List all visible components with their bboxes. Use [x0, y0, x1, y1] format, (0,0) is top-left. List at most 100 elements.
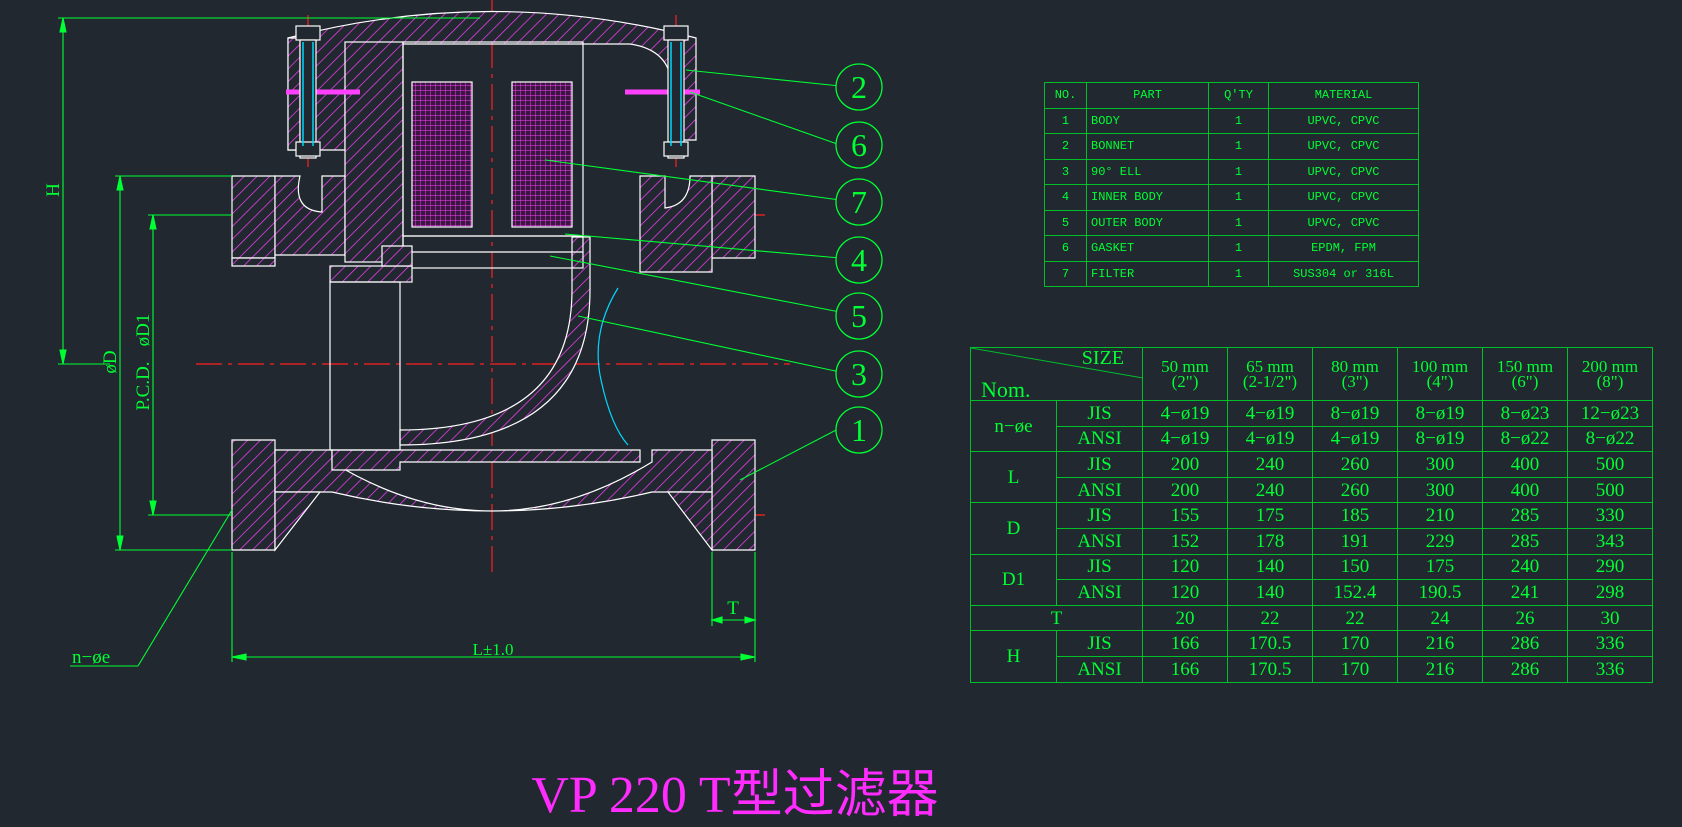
- bolt-threads: [302, 42, 682, 146]
- size-value: 286: [1482, 655, 1568, 683]
- standard-label: ANSI: [1056, 579, 1143, 606]
- size-value: 20: [1142, 604, 1228, 632]
- size-value: 4−ø19: [1142, 400, 1228, 427]
- cell: BONNET: [1086, 133, 1209, 160]
- size-value: 26: [1482, 604, 1568, 632]
- size-value: 500: [1567, 476, 1653, 504]
- size-value: 4−ø19: [1142, 425, 1228, 453]
- dim-l-label: L±1.0: [473, 640, 514, 659]
- dim-phid1-label: øD1: [133, 314, 154, 347]
- size-inch: (4"): [1426, 372, 1454, 391]
- size-value: 400: [1482, 476, 1568, 504]
- size-value: 400: [1482, 451, 1568, 478]
- balloon-2: 2: [851, 69, 867, 105]
- size-value: 500: [1567, 451, 1653, 478]
- cell: 1: [1208, 133, 1269, 160]
- dim-t-label: T: [727, 598, 739, 619]
- size-column-header: 100 mm(4"): [1397, 347, 1483, 401]
- size-value: 22: [1227, 604, 1313, 632]
- cell: UPVC, CPVC: [1268, 158, 1419, 185]
- size-value: 8−ø22: [1482, 425, 1568, 453]
- size-value: 240: [1482, 553, 1568, 581]
- size-value: 152: [1142, 527, 1228, 555]
- size-column-header: 65 mm(2-1/2"): [1227, 347, 1313, 401]
- valve-body: [231, 175, 756, 552]
- size-inch: (2-1/2"): [1242, 372, 1298, 391]
- size-value: 12−ø23: [1567, 400, 1653, 427]
- cell: GASKET: [1086, 235, 1209, 262]
- balloon-6: 6: [851, 127, 867, 163]
- cell: 6: [1044, 235, 1087, 262]
- size-value: 286: [1482, 630, 1568, 657]
- cell: 3: [1044, 158, 1087, 185]
- balloon-5: 5: [851, 298, 867, 334]
- cell: 1: [1044, 107, 1087, 134]
- cell: UPVC, CPVC: [1268, 184, 1419, 211]
- size-value: 178: [1227, 527, 1313, 555]
- cell: 1: [1208, 107, 1269, 134]
- size-mm: 150 mm: [1496, 357, 1554, 376]
- size-value: 175: [1397, 553, 1483, 581]
- size-inch: (2"): [1171, 372, 1199, 391]
- size-value: 4−ø19: [1227, 425, 1313, 453]
- group-label: D: [970, 502, 1057, 555]
- cell: UPVC, CPVC: [1268, 107, 1419, 134]
- size-value: 300: [1397, 476, 1483, 504]
- standard-label: ANSI: [1056, 476, 1143, 504]
- parts-header-material: MATERIAL: [1268, 82, 1419, 109]
- parts-header-part: PART: [1086, 82, 1209, 109]
- dimension-lines: [58, 17, 841, 667]
- cell: 1: [1208, 260, 1269, 287]
- size-value: 240: [1227, 451, 1313, 478]
- filter: [402, 41, 584, 237]
- balloon-3: 3: [851, 356, 867, 392]
- size-value: 185: [1312, 502, 1398, 529]
- size-value: 8−ø23: [1482, 400, 1568, 427]
- cell: UPVC, CPVC: [1268, 133, 1419, 160]
- cell: 7: [1044, 260, 1087, 287]
- size-value: 22: [1312, 604, 1398, 632]
- size-value: 140: [1227, 579, 1313, 606]
- size-value: 216: [1397, 655, 1483, 683]
- size-value: 260: [1312, 476, 1398, 504]
- parts-header-qty: Q'TY: [1208, 82, 1269, 109]
- size-value: 285: [1482, 502, 1568, 529]
- parts-header-row: NO. PART Q'TY MATERIAL: [1044, 82, 1419, 109]
- size-value: 150: [1312, 553, 1398, 581]
- size-value: 285: [1482, 527, 1568, 555]
- balloon-4: 4: [851, 242, 867, 278]
- ell-inner-line: [597, 287, 629, 446]
- parts-header-no: NO.: [1044, 82, 1087, 109]
- size-column-header: 200 mm(8"): [1567, 347, 1653, 401]
- size-value: 4−ø19: [1227, 400, 1313, 427]
- size-inch: (8"): [1596, 372, 1624, 391]
- standard-label: JIS: [1056, 553, 1143, 581]
- bolts: [295, 25, 689, 159]
- inner-outer-body: [329, 41, 584, 451]
- group-label: L: [970, 451, 1057, 504]
- size-value: 229: [1397, 527, 1483, 555]
- size-value: 240: [1227, 476, 1313, 504]
- size-value: 152.4: [1312, 579, 1398, 606]
- cell: 1: [1208, 209, 1269, 236]
- size-value: 200: [1142, 476, 1228, 504]
- group-label: D1: [970, 553, 1057, 606]
- standard-label: JIS: [1056, 502, 1143, 529]
- size-value: 298: [1567, 579, 1653, 606]
